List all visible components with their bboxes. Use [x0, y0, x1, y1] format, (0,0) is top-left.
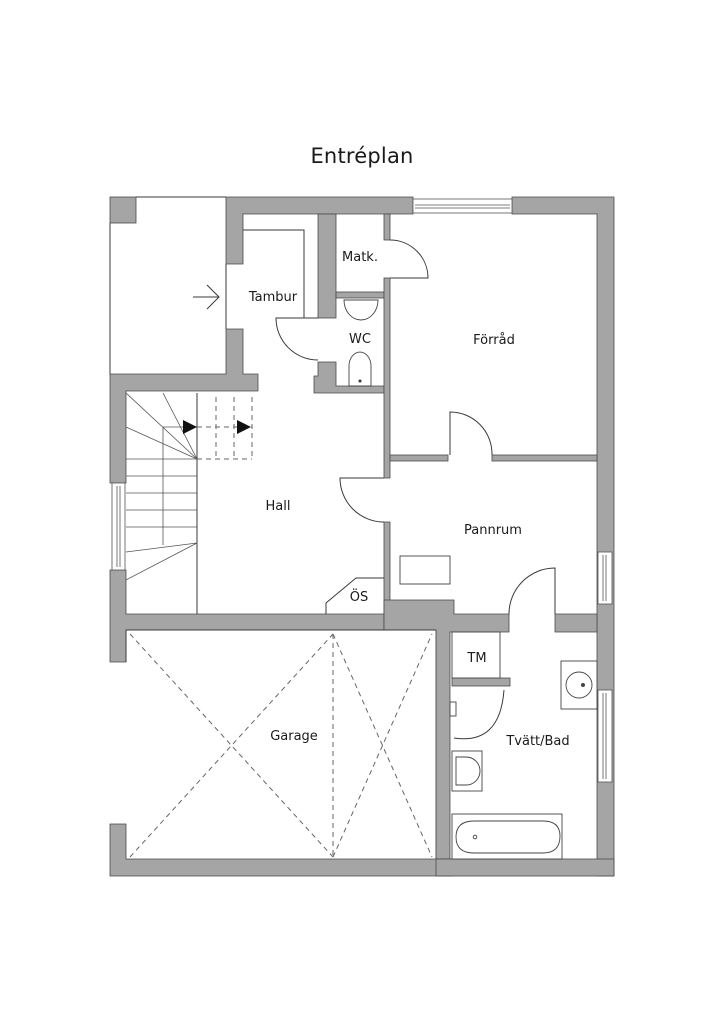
washbasin-icon [455, 756, 481, 786]
door-bath [508, 567, 556, 615]
room-label-tvatt-bad: Tvätt/Bad [505, 734, 569, 749]
stair-arrow-icon [237, 420, 251, 434]
room-label-pannrum: Pannrum [464, 523, 522, 538]
bathtub-icon [455, 820, 561, 854]
wall-bath-bottom [435, 858, 615, 877]
wall-left-lower [109, 569, 385, 663]
garage-door-lines [126, 629, 436, 858]
os-cabinet [325, 577, 384, 614]
wall-left-garage [109, 613, 453, 877]
room-label-forrad: Förråd [473, 333, 515, 348]
wall-tambur-matk [317, 213, 337, 319]
wall-tambur-left-lower [109, 328, 259, 484]
window-pannrum [597, 551, 613, 605]
staircase [125, 392, 253, 614]
wall-matk-right-top [383, 213, 391, 241]
tm-box [451, 631, 501, 679]
stair-arrow-icon [183, 420, 197, 434]
room-label-hall: Hall [266, 499, 291, 514]
wall-pannrum-bottom-right [554, 613, 598, 633]
wall-center-vertical [383, 277, 391, 479]
sink-icon [565, 671, 593, 699]
walls [109, 196, 615, 877]
entry-arrow-icon [193, 284, 220, 310]
toilet-icon [348, 351, 372, 387]
boiler-unit [399, 555, 451, 585]
windows [111, 198, 613, 783]
wc-sink-icon [343, 299, 379, 321]
bath-fixtures [449, 631, 598, 860]
room-label-tambur: Tambur [248, 290, 298, 305]
wc-fixtures [343, 299, 379, 387]
room-label-tm: TM [466, 651, 486, 666]
room-label-garage: Garage [270, 729, 318, 744]
window-bath [597, 689, 613, 783]
window-forrad [412, 198, 513, 214]
room-labels: Tambur Matk. WC Förråd Hall ÖS Pannrum G… [248, 250, 570, 749]
room-label-matk: Matk. [342, 250, 378, 265]
wall-tm-bottom [451, 677, 511, 687]
window-stair [111, 482, 126, 571]
room-label-os: ÖS [350, 588, 368, 605]
plan-title: Entréplan [310, 144, 414, 168]
wall-forrad-pannrum-left [389, 454, 449, 462]
door-pannrum [339, 477, 385, 523]
shower-screen [453, 689, 505, 740]
shower-tap-icon [449, 701, 457, 717]
door-forrad [449, 411, 493, 456]
interior-lines [109, 196, 318, 662]
doors [193, 239, 556, 615]
door-tambur [275, 317, 319, 361]
room-label-wc: WC [349, 332, 371, 347]
door-matk [389, 239, 429, 279]
wall-forrad-pannrum-right [491, 454, 598, 462]
wall-pillar [109, 196, 137, 224]
wall-matk-wc [335, 291, 385, 299]
